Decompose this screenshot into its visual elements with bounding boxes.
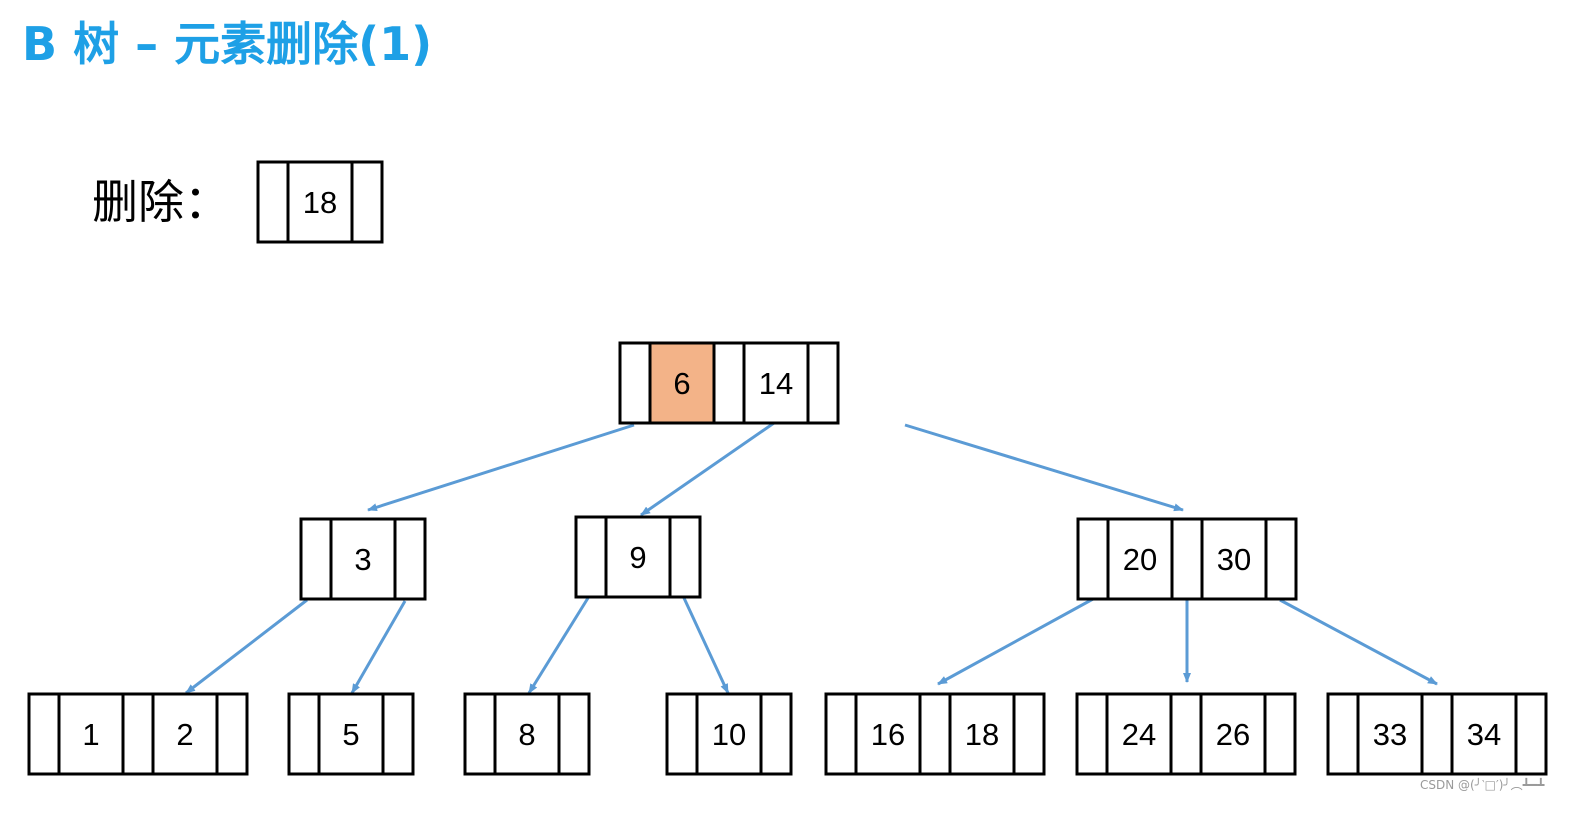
tree-edge-arrow <box>527 597 590 694</box>
key-label: 30 <box>1217 542 1251 577</box>
node-border <box>463 692 591 776</box>
node-box <box>301 519 425 599</box>
tree-node: 3 <box>299 517 427 601</box>
key-label: 20 <box>1123 542 1157 577</box>
tree-edge-arrow <box>682 597 730 694</box>
node-box <box>576 517 700 597</box>
key-label: 34 <box>1467 717 1501 752</box>
tree-edges <box>185 421 1438 695</box>
node-box <box>465 694 589 774</box>
key-label: 16 <box>871 717 905 752</box>
delete-label: 删除： <box>92 175 230 229</box>
node-box <box>289 694 413 774</box>
node-box <box>258 162 382 242</box>
node-border <box>574 515 702 599</box>
key-label: 9 <box>629 540 646 575</box>
tree-node: 18 <box>256 160 384 244</box>
key-label: 18 <box>303 185 337 220</box>
tree-edge-arrow <box>904 423 1184 512</box>
key-label: 24 <box>1122 717 1156 752</box>
node-border <box>27 692 249 776</box>
tree-node: 8 <box>463 692 591 776</box>
node-box <box>667 694 791 774</box>
tree-edge-arrow <box>367 423 635 512</box>
node-border <box>618 341 840 425</box>
key-label: 2 <box>176 717 193 752</box>
node-box <box>826 694 1044 774</box>
node-box <box>29 694 247 774</box>
node-box <box>1328 694 1546 774</box>
tree-node: 5 <box>287 692 415 776</box>
tree-node: 33 34 <box>1326 692 1548 776</box>
tree-node: 10 <box>665 692 793 776</box>
key-label: 33 <box>1373 717 1407 752</box>
node-border <box>256 160 384 244</box>
node-border <box>665 692 793 776</box>
node-border <box>1076 517 1298 601</box>
key-label: 1 <box>82 717 99 752</box>
page-title: B 树 – 元素删除(1) <box>22 17 433 71</box>
key-label: 14 <box>759 366 793 401</box>
key-label: 26 <box>1216 717 1250 752</box>
node-border <box>287 692 415 776</box>
tree-node: 6 14 <box>618 341 840 425</box>
tree-edge-arrow <box>640 421 775 517</box>
key-highlight <box>650 343 714 423</box>
node-border <box>824 692 1046 776</box>
node-box <box>1078 519 1296 599</box>
node-border <box>1326 692 1548 776</box>
tree-edge-arrow <box>185 598 308 695</box>
key-label: 18 <box>965 717 999 752</box>
tree-edge-arrow <box>350 600 407 694</box>
tree-edge-arrow <box>1279 598 1438 686</box>
node-border <box>299 517 427 601</box>
tree-node: 24 26 <box>1075 692 1297 776</box>
key-label: 3 <box>354 542 371 577</box>
key-label: 8 <box>518 717 535 752</box>
tree-edge-arrow <box>937 597 1094 686</box>
key-label: 6 <box>673 366 690 401</box>
watermark: CSDN @(╯‵□′)╯︵┻━┻ <box>1420 778 1545 792</box>
tree-node: 9 <box>574 515 702 599</box>
key-label: 5 <box>342 717 359 752</box>
node-box <box>1077 694 1295 774</box>
key-label: 10 <box>712 717 746 752</box>
node-border <box>1075 692 1297 776</box>
